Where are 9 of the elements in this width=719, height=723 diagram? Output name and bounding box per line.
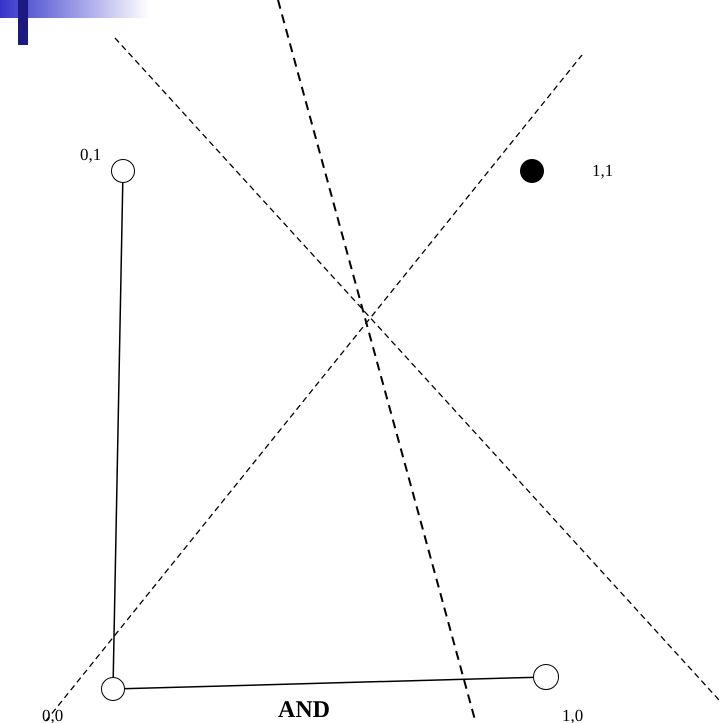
filled-point bbox=[520, 159, 544, 183]
axis-line bbox=[112, 182, 124, 678]
point-label: 0,1 bbox=[80, 145, 102, 165]
axis-line bbox=[124, 676, 534, 690]
point-circle bbox=[111, 159, 135, 183]
point-circle bbox=[101, 677, 125, 701]
point-circle bbox=[533, 664, 559, 690]
function-label: AND bbox=[278, 697, 330, 723]
point-label: 1,1 bbox=[592, 161, 614, 181]
